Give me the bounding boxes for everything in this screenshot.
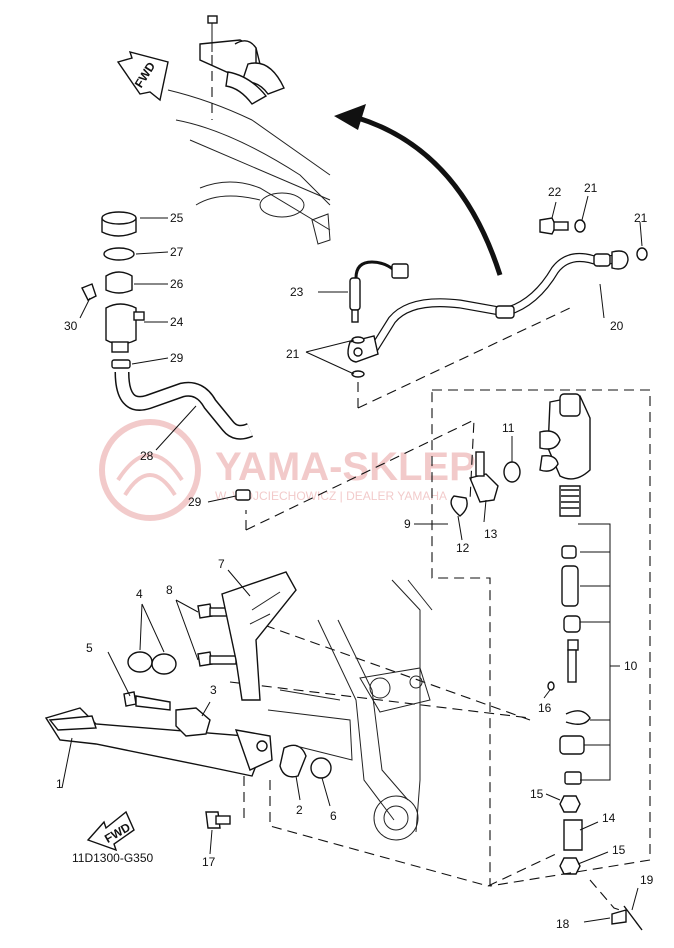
callout-18: 18 <box>556 917 570 931</box>
callout-24: 24 <box>170 315 184 329</box>
brake-light-switch <box>349 260 409 323</box>
callout-22: 22 <box>548 185 562 199</box>
callout-27: 27 <box>170 245 184 259</box>
diagram-code: 11D1300-G350 <box>72 851 153 865</box>
callout-15b: 15 <box>612 843 626 857</box>
callout-9: 9 <box>404 517 411 531</box>
callout-10: 10 <box>624 659 638 673</box>
callout-labels: 1 2 3 4 5 6 7 8 9 10 11 12 13 14 15 15 1… <box>56 181 654 931</box>
fwd-arrow-bottom: FWD <box>86 810 135 852</box>
reservoir-assembly <box>81 211 253 501</box>
piston-kit <box>547 523 611 875</box>
callout-15a: 15 <box>530 787 544 801</box>
watermark-title: YAMA-SKLEP <box>215 445 476 489</box>
watermark-subtitle: W. WOJCIECHOWICZ | DEALER YAMAHA <box>215 489 447 503</box>
upper-frame <box>167 15 331 245</box>
hose-joint-kit <box>450 451 521 517</box>
fwd-arrow-top: FWD <box>116 50 169 102</box>
brake-pedal-assembly <box>44 571 643 931</box>
callout-5: 5 <box>86 641 93 655</box>
union-bolt-washers <box>351 217 648 378</box>
callout-leaders <box>61 195 643 923</box>
callout-4: 4 <box>136 587 143 601</box>
callout-25: 25 <box>170 211 184 225</box>
callout-16: 16 <box>538 701 552 715</box>
callout-12: 12 <box>456 541 470 555</box>
callout-3: 3 <box>210 683 217 697</box>
callout-19: 19 <box>640 873 654 887</box>
callout-1: 1 <box>56 777 63 791</box>
callout-17: 17 <box>202 855 216 869</box>
callout-30: 30 <box>64 319 78 333</box>
callout-29a: 29 <box>170 351 184 365</box>
watermark-logo <box>99 419 201 521</box>
callout-28: 28 <box>140 449 154 463</box>
callout-23: 23 <box>290 285 304 299</box>
brake-hose <box>347 250 629 363</box>
callout-2: 2 <box>296 803 303 817</box>
callout-26: 26 <box>170 277 184 291</box>
callout-21a: 21 <box>286 347 300 361</box>
assembly-direction-arrow <box>334 104 503 276</box>
lower-frame <box>267 579 433 841</box>
callout-6: 6 <box>330 809 337 823</box>
callout-8: 8 <box>166 583 173 597</box>
callout-29b: 29 <box>188 495 202 509</box>
callout-20: 20 <box>610 319 624 333</box>
callout-13: 13 <box>484 527 498 541</box>
callout-21c: 21 <box>634 211 648 225</box>
assembly-outlines <box>229 307 651 911</box>
callout-21b: 21 <box>584 181 598 195</box>
master-cylinder <box>539 393 591 517</box>
watermark: YAMA-SKLEP W. WOJCIECHOWICZ | DEALER YAM… <box>99 419 476 521</box>
callout-7: 7 <box>218 557 225 571</box>
callout-14: 14 <box>602 811 616 825</box>
callout-11: 11 <box>502 421 515 435</box>
